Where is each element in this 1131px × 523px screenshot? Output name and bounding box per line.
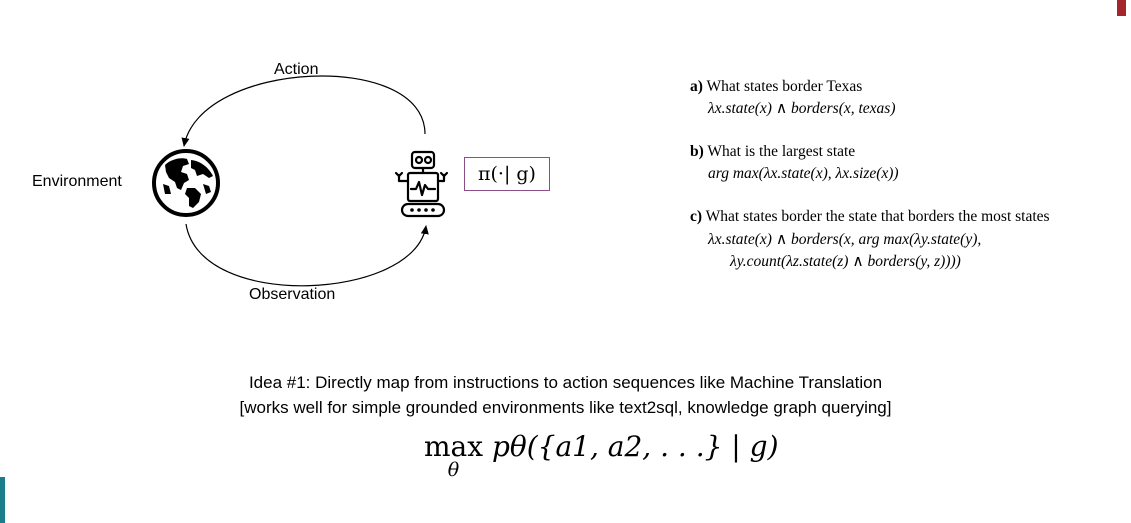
example-c-label: c) xyxy=(690,208,703,225)
example-b-question: b) What is the largest state xyxy=(690,142,855,161)
idea-line-2: [works well for simple grounded environm… xyxy=(239,398,892,417)
example-a-label: a) xyxy=(690,78,703,95)
accent-bar-bottom-left xyxy=(0,477,5,523)
example-a-question-text: What states border Texas xyxy=(706,78,863,95)
idea-line-1: Idea #1: Directly map from instructions … xyxy=(248,373,883,392)
observation-arrow xyxy=(185,223,429,287)
policy-box: π(·| g) xyxy=(464,157,550,191)
example-c-question-text: What states border the state that border… xyxy=(705,208,1050,225)
accent-bar-top-right xyxy=(1117,0,1126,16)
example-b-question-text: What is the largest state xyxy=(707,143,856,160)
formula-max-operator: max θ xyxy=(424,430,484,481)
example-c-formula-line-2: λy.count(λz.state(z) ∧ borders(y, z)))) xyxy=(730,253,961,270)
environment-label: Environment xyxy=(32,173,122,190)
observation-label: Observation xyxy=(249,286,336,303)
example-b-formula: arg max(λx.state(x), λx.size(x)) xyxy=(708,165,899,182)
robot-icon xyxy=(394,150,449,218)
objective-formula: max θ pθ({a1, a2, . . .} | g) xyxy=(424,430,779,481)
action-arrow xyxy=(181,75,426,147)
example-c-formula-line-1: λx.state(x) ∧ borders(x, arg max(λy.stat… xyxy=(708,231,982,248)
action-label: Action xyxy=(274,61,319,78)
formula-max: max xyxy=(424,430,484,463)
example-c-question: c) What states border the state that bor… xyxy=(690,207,1050,226)
formula-max-subscript: θ xyxy=(447,459,460,481)
example-b-label: b) xyxy=(690,143,704,160)
globe-icon xyxy=(152,149,220,217)
example-a-question: a) What states border Texas xyxy=(690,77,862,96)
example-a-formula: λx.state(x) ∧ borders(x, texas) xyxy=(708,100,896,117)
formula-body: pθ({a1, a2, . . .} | g) xyxy=(491,430,779,463)
